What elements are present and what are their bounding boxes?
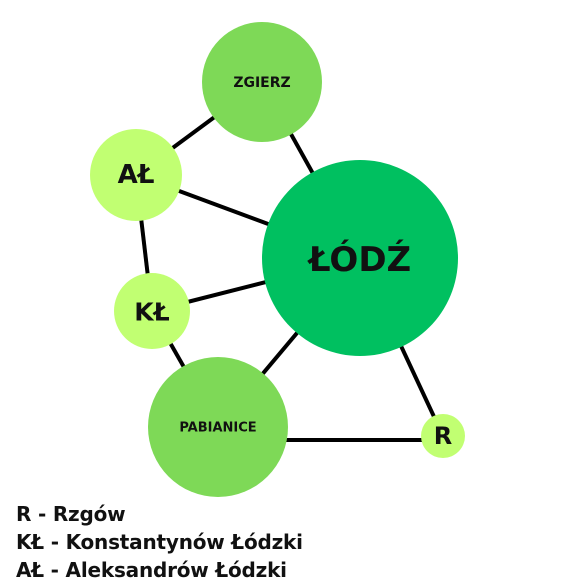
node-r-circle — [421, 414, 465, 458]
node-pabianice-circle — [148, 357, 288, 497]
node-al-circle — [90, 129, 182, 221]
node-zgierz-circle — [202, 22, 322, 142]
node-r: R — [421, 414, 465, 458]
node-lodz-circle — [262, 160, 458, 356]
node-lodz-label: ŁÓDŹ — [307, 239, 411, 280]
legend-item-kl: KŁ - Konstantynów Łódzki — [16, 530, 303, 554]
legend-item-r: R - Rzgów — [16, 502, 126, 526]
node-pabianice-label: PABIANICE — [179, 421, 256, 436]
node-kl: KŁ — [114, 273, 190, 349]
node-pabianice: PABIANICE — [148, 357, 288, 497]
node-kl-label: KŁ — [134, 298, 169, 327]
node-zgierz-label: ZGIERZ — [233, 75, 290, 91]
legend: R - Rzgów KŁ - Konstantynów Łódzki AŁ - … — [16, 500, 303, 584]
node-kl-circle — [114, 273, 190, 349]
node-al: AŁ — [90, 129, 182, 221]
node-al-label: AŁ — [118, 160, 155, 190]
node-r-label: R — [434, 422, 452, 450]
node-zgierz: ZGIERZ — [202, 22, 322, 142]
node-lodz: ŁÓDŹ — [262, 160, 458, 356]
legend-item-al: AŁ - Aleksandrów Łódzki — [16, 558, 287, 582]
